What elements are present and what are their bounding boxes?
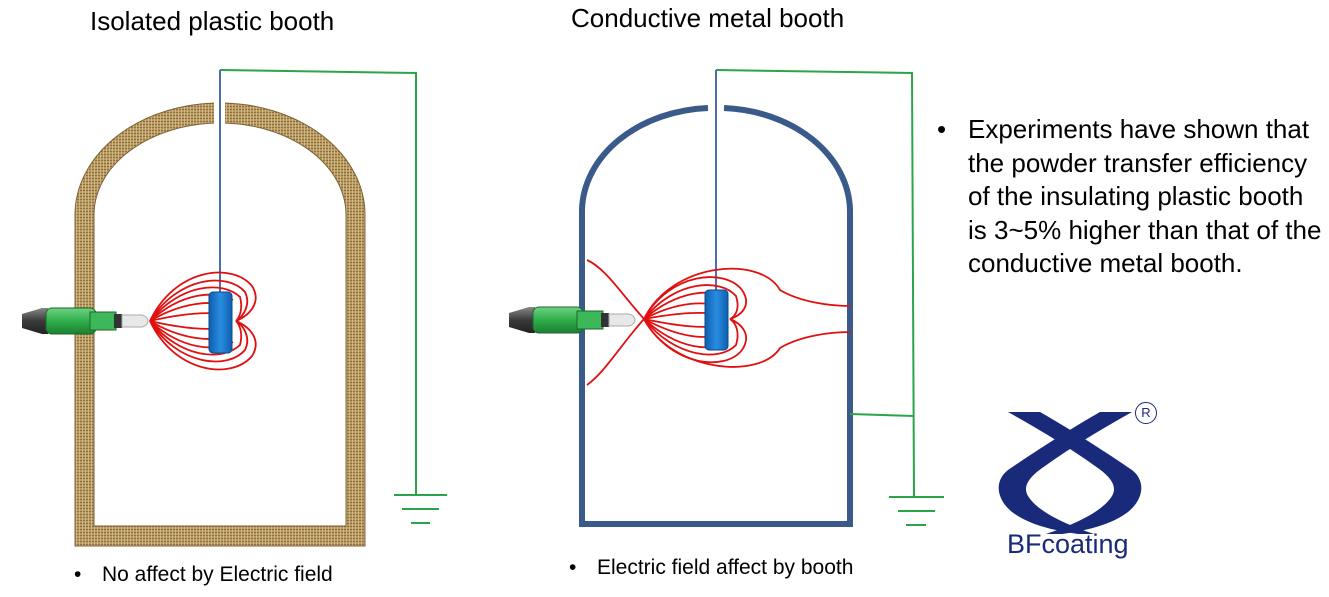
brand-name: BFcoating (1007, 529, 1129, 559)
spray-gun-icon (22, 307, 149, 335)
metal-booth-title: Conductive metal booth (571, 3, 845, 33)
plastic-booth-title: Isolated plastic booth (90, 6, 335, 36)
plastic-booth-caption: • No affect by Electric field (74, 563, 333, 587)
experiment-note: • Experiments have shown that the powder… (937, 113, 1329, 281)
metal-booth (579, 105, 853, 527)
electric-field-lines-right (586, 259, 851, 386)
metal-booth-caption-text: Electric field affect by booth (597, 556, 854, 579)
ground-symbol-icon (889, 496, 944, 526)
workpiece-left (208, 291, 233, 354)
experiment-note-text: Experiments have shown that the powder t… (968, 114, 1322, 278)
bullet: • (569, 556, 577, 579)
plastic-booth-caption-text: No affect by Electric field (102, 563, 333, 586)
ground-wire-left (219, 69, 417, 494)
registered-mark: R (1135, 402, 1157, 424)
bullet: • (74, 563, 82, 586)
spray-gun-icon (509, 306, 636, 334)
metal-booth-caption: • Electric field affect by booth (569, 556, 853, 580)
ground-wire-right (715, 69, 915, 497)
ground-symbol-icon (394, 494, 447, 524)
metal-booth-wall-left (579, 105, 853, 527)
bfcoating-logo-icon (998, 412, 1142, 534)
bullet: • (937, 114, 947, 144)
electric-field-lines-left (149, 271, 257, 371)
workpiece-right (704, 289, 729, 351)
